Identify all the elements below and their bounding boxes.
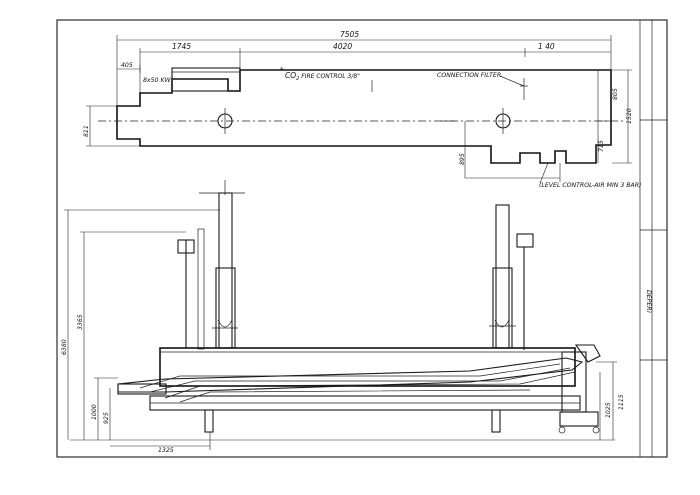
plan-view: 7505 1745 4020 1 40 405 8x50 KW * CO2 FI…	[83, 30, 641, 189]
dim-1325: 1325	[158, 447, 174, 454]
dim-left: 1745	[172, 42, 191, 51]
column-right	[495, 204, 510, 349]
dim-1520: 1520	[626, 108, 633, 124]
dim-mid: 4020	[333, 42, 352, 51]
dim-1000: 1000	[91, 404, 98, 420]
dim-1115: 1115	[618, 394, 625, 410]
foot-right	[491, 409, 501, 433]
heater-block	[171, 67, 241, 92]
side-view: 6380 3365 1000 925 1325 1025 1115 DEPER)	[61, 180, 652, 454]
heater-label: 8x50 KW	[143, 77, 171, 84]
dim-925: 925	[103, 412, 110, 424]
dim-805: 805	[612, 88, 619, 100]
sheet-frame	[56, 19, 668, 458]
dim-small: 405	[121, 62, 133, 69]
dim-overall: 7505	[340, 30, 359, 39]
side-label: DEPER)	[645, 290, 652, 313]
tank-body	[159, 347, 576, 387]
connection-label: CONNECTION FILTER	[437, 72, 501, 79]
co2-label: CO2 FIRE CONTROL 3/8"	[285, 71, 360, 82]
co2-asterisk: *	[280, 66, 284, 74]
foot-left	[204, 409, 214, 433]
dim-right: 1 40	[538, 42, 555, 51]
dim-left-vert: 811	[83, 125, 90, 137]
dim-6380: 6380	[61, 339, 68, 355]
dim-895: 895	[459, 153, 466, 165]
dim-3365: 3365	[77, 314, 84, 330]
level-label: (LEVEL CONTROL-AIR MIN 3 BAR)	[539, 182, 641, 189]
dim-715: 715	[598, 140, 605, 152]
dim-1025: 1025	[605, 402, 612, 418]
